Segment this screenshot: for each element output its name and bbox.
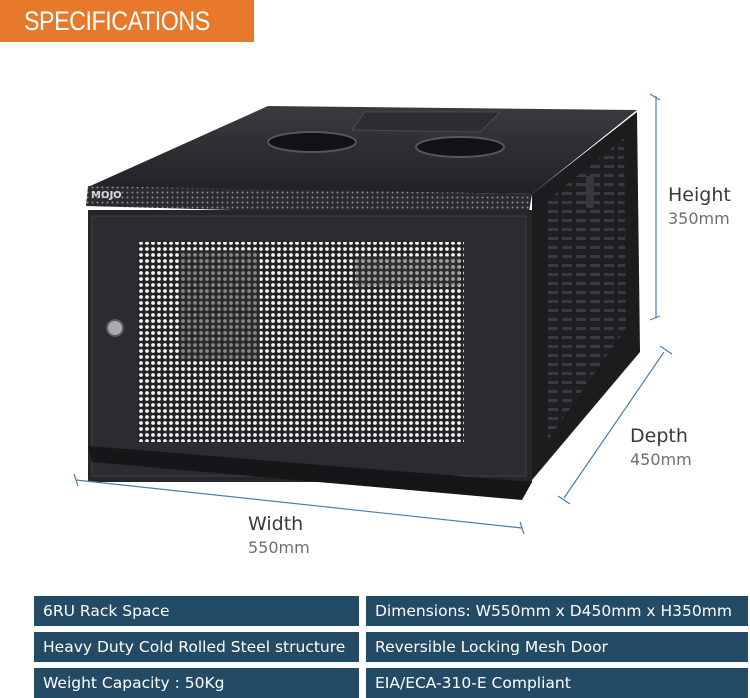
dimension-lines	[73, 93, 673, 535]
height-label: Height	[668, 184, 731, 206]
width-value: 550mm	[248, 538, 310, 557]
width-label: Width	[248, 513, 304, 535]
depth-value: 450mm	[630, 450, 692, 469]
depth-line	[563, 351, 665, 499]
specifications-banner: SPECIFICATIONS	[0, 0, 254, 42]
spec-cell: Dimensions: W550mm x D450mm x H350mm	[366, 596, 748, 626]
cabinet-front	[88, 210, 532, 500]
spec-cell: Weight Capacity : 50Kg	[34, 668, 359, 698]
depth-label: Depth	[630, 425, 688, 447]
banner-title: SPECIFICATIONS	[24, 6, 210, 36]
spec-cell: Heavy Duty Cold Rolled Steel structure	[34, 632, 359, 662]
door-lock	[106, 319, 124, 337]
spec-table: 6RU Rack Space Dimensions: W550mm x D450…	[34, 596, 748, 698]
height-value: 350mm	[668, 209, 730, 228]
brand-logo: MOJO	[91, 190, 122, 201]
cabinet-side	[532, 112, 640, 480]
width-line	[75, 479, 523, 529]
spec-cell: EIA/ECA-310-E Compliant	[366, 668, 748, 698]
wall-cabinet-image: MOJO	[73, 93, 673, 535]
spec-cell: Reversible Locking Mesh Door	[366, 632, 748, 662]
cabinet-top	[88, 106, 637, 194]
spec-cell: 6RU Rack Space	[34, 596, 359, 626]
